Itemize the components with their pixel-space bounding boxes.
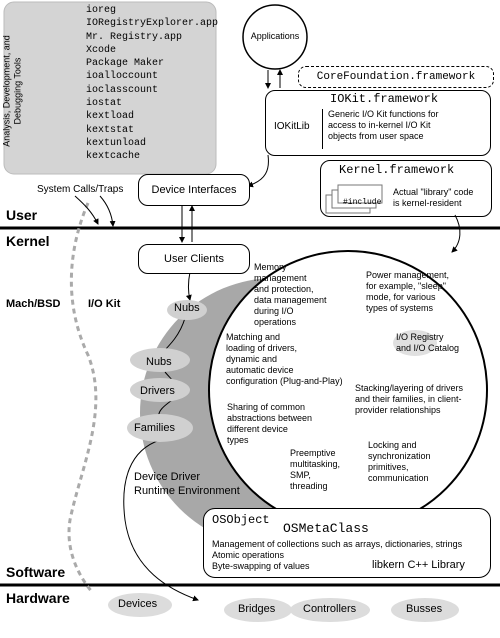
hardware-bridges: Bridges <box>238 603 276 615</box>
applications-label: Applications <box>250 31 300 41</box>
device-interfaces-box: Device Interfaces <box>138 174 250 206</box>
applications-circle <box>242 4 308 70</box>
feature-locking: Locking and synchronization primitives, … <box>368 440 431 483</box>
iokitlib-divider <box>322 109 323 149</box>
iokit-framework-box: IOKit.framework IOKitLib Generic I/O Kit… <box>265 90 491 156</box>
nubs-label: Nubs <box>146 356 172 368</box>
corefoundation-box: CoreFoundation.framework <box>298 66 494 88</box>
kernel-framework-box: Kernel.framework #include Actual "librar… <box>320 160 492 217</box>
tool-item: IORegistryExplorer.app <box>86 18 219 30</box>
tools-list: ioreg IORegistryExplorer.app Mr. Registr… <box>86 4 218 164</box>
feature-sharing: Sharing of common abstractions between d… <box>227 402 313 445</box>
osmetaclass-label: OSMetaClass <box>283 521 369 536</box>
tool-item: kextunload <box>86 137 147 149</box>
corefoundation-label: CoreFoundation.framework <box>316 71 476 83</box>
iokit-label: I/O Kit <box>88 298 121 310</box>
iokitlib-label: IOKitLib <box>274 121 310 132</box>
user-clients-box: User Clients <box>138 244 250 274</box>
tools-box <box>3 1 217 175</box>
kernel-framework-desc: Actual "library" code is kernel-resident <box>393 187 474 208</box>
tool-item: iostat <box>86 98 123 110</box>
hardware-devices: Devices <box>118 598 158 610</box>
tool-item: ioclasscount <box>86 84 159 96</box>
mach-bsd-dashed <box>67 202 98 593</box>
ddre-label: Device Driver Runtime Environment <box>134 471 240 497</box>
layer-hardware: Hardware <box>6 590 70 606</box>
layer-software: Software <box>6 564 66 580</box>
hardware-busses: Busses <box>406 603 443 615</box>
tool-item: ioalloccount <box>86 71 159 83</box>
hardware-controllers: Controllers <box>303 603 357 615</box>
feature-stacking: Stacking/layering of drivers and their f… <box>355 383 464 415</box>
tool-item: Package Maker <box>86 58 165 70</box>
iokit-framework-title: IOKit.framework <box>330 92 439 106</box>
tool-item: Xcode <box>86 44 117 56</box>
iokitlib-desc: Generic I/O Kit functions for access to … <box>328 109 439 141</box>
layer-user: User <box>6 207 38 223</box>
feature-registry: I/O Registry and I/O Catalog <box>396 332 460 353</box>
tool-item: ioreg <box>86 5 117 16</box>
feature-memory: Memory management and protection, data m… <box>254 262 327 327</box>
osobject-label: OSObject <box>212 513 270 527</box>
families-label: Families <box>134 422 175 434</box>
layer-kernel: Kernel <box>6 233 50 249</box>
user-clients-label: User Clients <box>164 253 224 265</box>
tools-title: Analysis, Development, and Debugging Too… <box>1 35 23 147</box>
system-calls-label: System Calls/Traps <box>37 184 124 195</box>
libkern-box: OSObject OSMetaClass Management of colle… <box>203 508 491 578</box>
feature-matching: Matching and loading of drivers, dynamic… <box>226 332 343 386</box>
nubs-top-label: Nubs <box>174 302 200 314</box>
mach-bsd-label: Mach/BSD <box>6 298 61 310</box>
tool-item: Mr. Registry.app <box>86 31 183 43</box>
libkern-lines: Management of collections such as arrays… <box>212 539 463 571</box>
device-interfaces-label: Device Interfaces <box>151 184 237 196</box>
feature-power: Power management, for example, "sleep" m… <box>366 270 450 313</box>
tool-item: kextcache <box>86 151 141 163</box>
tool-item: kextload <box>86 111 135 123</box>
drivers-label: Drivers <box>140 385 175 397</box>
include-label: #include <box>343 198 382 207</box>
kernel-framework-title: Kernel.framework <box>339 163 455 177</box>
libkern-label: libkern C++ Library <box>372 559 465 571</box>
tool-item: kextstat <box>86 124 135 136</box>
feature-preemptive: Preemptive multitasking, SMP, threading <box>290 448 341 491</box>
